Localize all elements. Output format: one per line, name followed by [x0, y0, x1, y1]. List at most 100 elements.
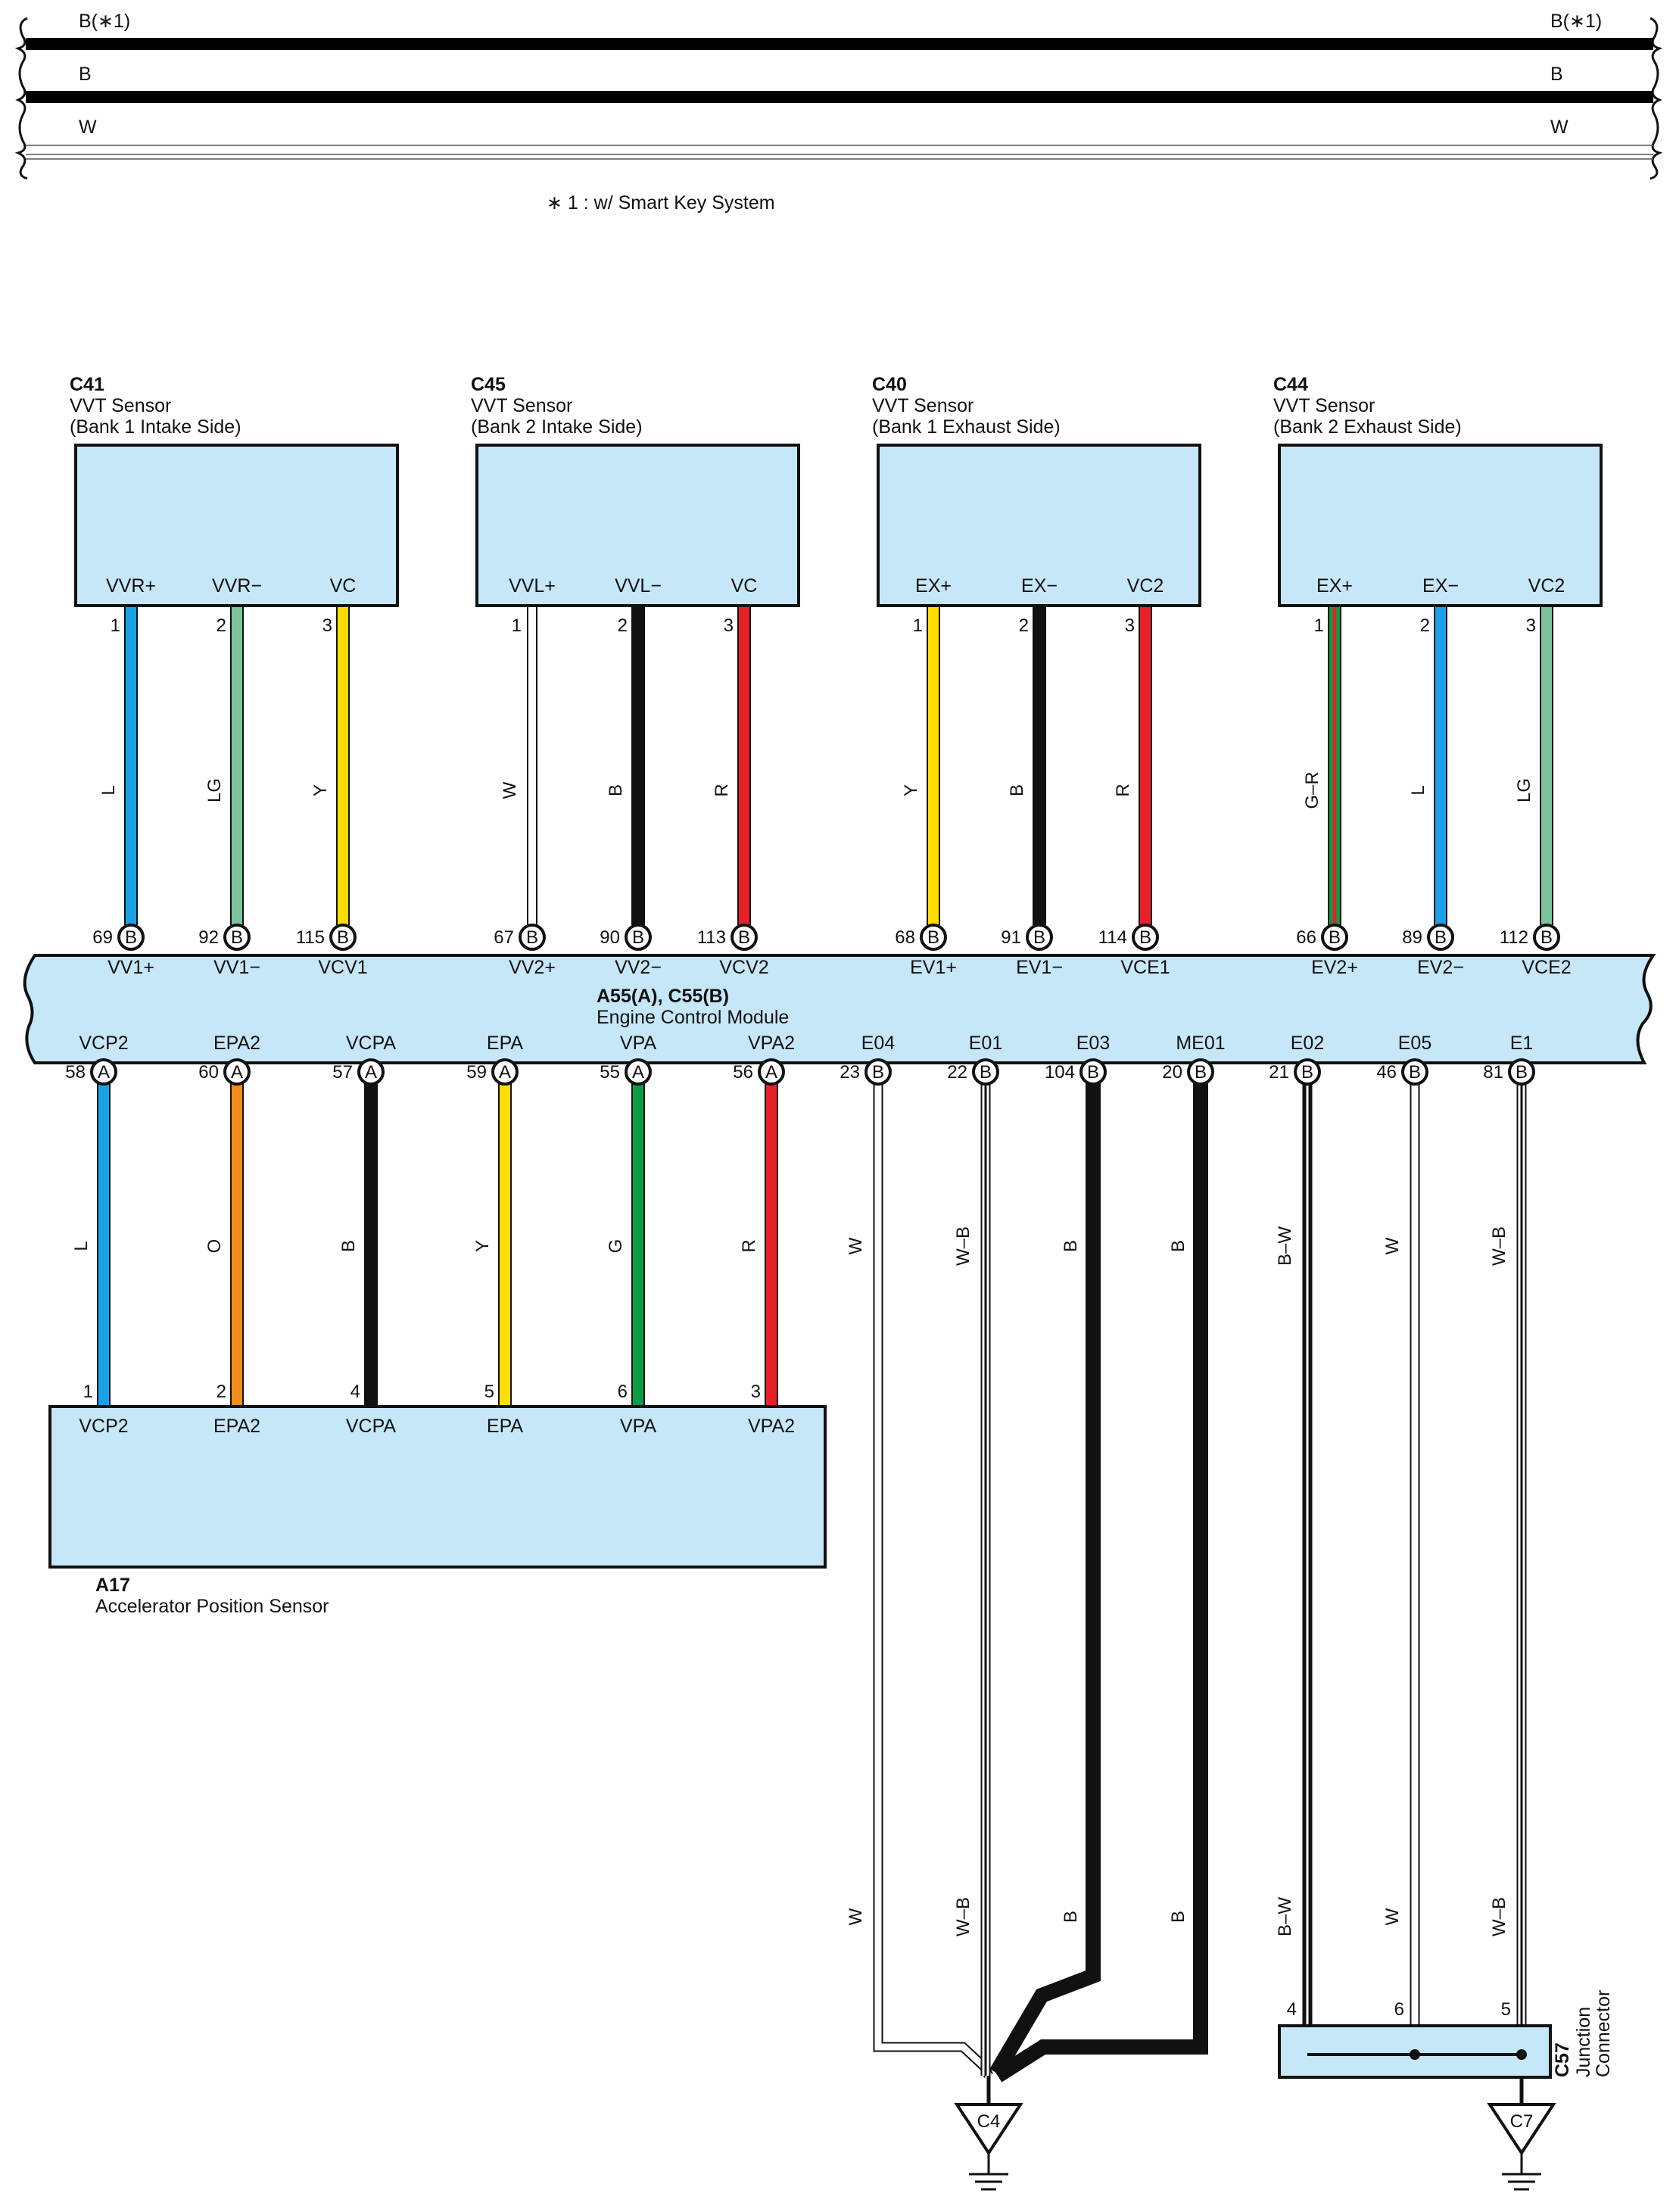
ground-wire-label: W	[1382, 1237, 1403, 1254]
bus-label-left: W	[79, 117, 97, 138]
sensor-pin-label: VC	[731, 575, 758, 597]
aps-pin-label: VCPA	[346, 1416, 397, 1437]
bus-left-break	[14, 17, 28, 180]
sensor-wire-label: R	[1113, 784, 1133, 796]
connector-letter: B	[1409, 1062, 1421, 1083]
junction-name: Connector	[1593, 1990, 1614, 2077]
wire-core	[994, 1072, 1207, 2081]
junction-pin-number: 4	[1287, 1999, 1297, 2020]
ecm-pin-label: VPA2	[748, 1033, 795, 1054]
ecm-pin-number: 69	[92, 927, 113, 948]
aps-pin-number: 5	[484, 1382, 494, 1402]
wires	[97, 606, 1553, 2083]
sensor-wire-label: L	[98, 785, 119, 795]
ecm-pin-label: VV1+	[107, 957, 154, 978]
ecm-pin-number: 58	[65, 1062, 86, 1083]
sensor-desc: (Bank 1 Intake Side)	[70, 416, 241, 438]
ecm-pin-number: 66	[1296, 927, 1316, 948]
connector-circle	[920, 924, 947, 951]
connector-circle	[972, 1058, 999, 1086]
connector-letter: B	[927, 927, 939, 948]
aps-wire-label: B	[338, 1240, 359, 1252]
connector-letter: A	[365, 1062, 377, 1083]
ecm-pin-label: VV1−	[213, 957, 260, 978]
junction-pin-number: 6	[1394, 1999, 1404, 2020]
connector-letter: B	[1301, 1062, 1313, 1083]
connector-letter: B	[980, 1062, 992, 1083]
sensor-box	[1278, 444, 1603, 607]
connector-letter: B	[337, 927, 349, 948]
ecm-pin-label: VPA	[620, 1033, 656, 1054]
ecm-pin-label: VCV2	[719, 957, 768, 978]
connector-letter: A	[231, 1062, 243, 1083]
connector-letter: B	[1329, 927, 1341, 948]
bus-label-right: W	[1550, 117, 1569, 138]
ground-wire-label: W	[846, 1908, 866, 1925]
sensor-box	[877, 444, 1201, 607]
connector-circle	[223, 924, 251, 951]
ecm-pin-label: E1	[1510, 1033, 1534, 1054]
ecm-pin-number: 57	[332, 1062, 353, 1083]
ecm-pin-number: 46	[1376, 1062, 1397, 1083]
ground-wire-label: W	[846, 1237, 866, 1254]
sensor-wire-label: LG	[1514, 778, 1534, 802]
sensor-wire-label: Y	[310, 784, 331, 796]
junction-id: C57	[1552, 2042, 1573, 2077]
ecm-pin-label: E05	[1398, 1033, 1431, 1054]
sensor-pin-number: 3	[1125, 615, 1135, 636]
aps-pin-number: 3	[751, 1382, 761, 1402]
connector-circle	[625, 1058, 652, 1086]
aps-pin-number: 6	[618, 1382, 628, 1402]
components	[23, 444, 1656, 2191]
connector-circle	[1187, 1058, 1214, 1086]
aps-wire-label: O	[204, 1239, 225, 1254]
ground-wire-label: W–B	[1489, 1897, 1509, 1936]
ecm-pin-label: E01	[969, 1033, 1002, 1054]
sensor-name: VVT Sensor	[1273, 395, 1375, 416]
aps-pin-label: VPA	[620, 1416, 656, 1437]
connector-circle	[1079, 1058, 1107, 1086]
sensor-wire-label: L	[1408, 785, 1428, 795]
connector-letter: A	[632, 1062, 644, 1083]
ecm-pin-number: 92	[198, 927, 219, 948]
ecm-pin-number: 91	[1001, 927, 1021, 948]
aps-pin-number: 4	[350, 1382, 360, 1402]
bus-right-break	[1650, 17, 1663, 180]
connector-circle	[758, 1058, 785, 1086]
connector-circle	[864, 1058, 892, 1086]
ecm-pin-number: 21	[1269, 1062, 1289, 1083]
sensor-pin-number: 3	[724, 615, 734, 636]
ground-point-c7: C7	[1510, 2111, 1534, 2132]
ecm-pin-number: 113	[697, 927, 726, 948]
ecm-pin-number: 114	[1098, 927, 1127, 948]
connector-circle	[519, 924, 546, 951]
bus-footnote: ∗ 1 : w/ Smart Key System	[547, 192, 775, 213]
aps-wire-label: G	[606, 1239, 626, 1254]
ecm-pin-label: VCP2	[79, 1033, 128, 1054]
bus-label-left: B(∗1)	[79, 11, 130, 32]
ecm-pin-label: VV2−	[615, 957, 662, 978]
ecm-pin-number: 56	[733, 1062, 753, 1083]
ecm-pin-number: 115	[296, 927, 325, 948]
ground-point-c4: C4	[977, 2111, 1001, 2132]
connector-circle	[1401, 1058, 1428, 1086]
ground-triangle	[1487, 2103, 1556, 2156]
connector-letter: B	[872, 1062, 884, 1083]
sensor-desc: (Bank 2 Exhaust Side)	[1273, 416, 1462, 438]
sensor-name: VVT Sensor	[471, 395, 572, 416]
ecm-pin-number: 55	[600, 1062, 620, 1083]
sensor-pin-number: 2	[217, 615, 226, 636]
connector-circle	[1026, 924, 1053, 951]
sensor-pin-label: EX+	[915, 575, 952, 597]
ecm-pin-label: EV2−	[1417, 957, 1464, 978]
sensor-pin-label: EX−	[1422, 575, 1459, 597]
sensor-desc: (Bank 2 Intake Side)	[471, 416, 643, 438]
sensor-pin-number: 1	[512, 615, 522, 636]
connector-circle	[1321, 924, 1348, 951]
aps-name: Accelerator Position Sensor	[95, 1596, 329, 1617]
aps-pin-label: VPA2	[748, 1416, 795, 1437]
ground-wire-label: B	[1061, 1911, 1081, 1923]
ecm-pin-label: EPA2	[213, 1033, 260, 1054]
connector-letter: B	[1540, 927, 1553, 948]
